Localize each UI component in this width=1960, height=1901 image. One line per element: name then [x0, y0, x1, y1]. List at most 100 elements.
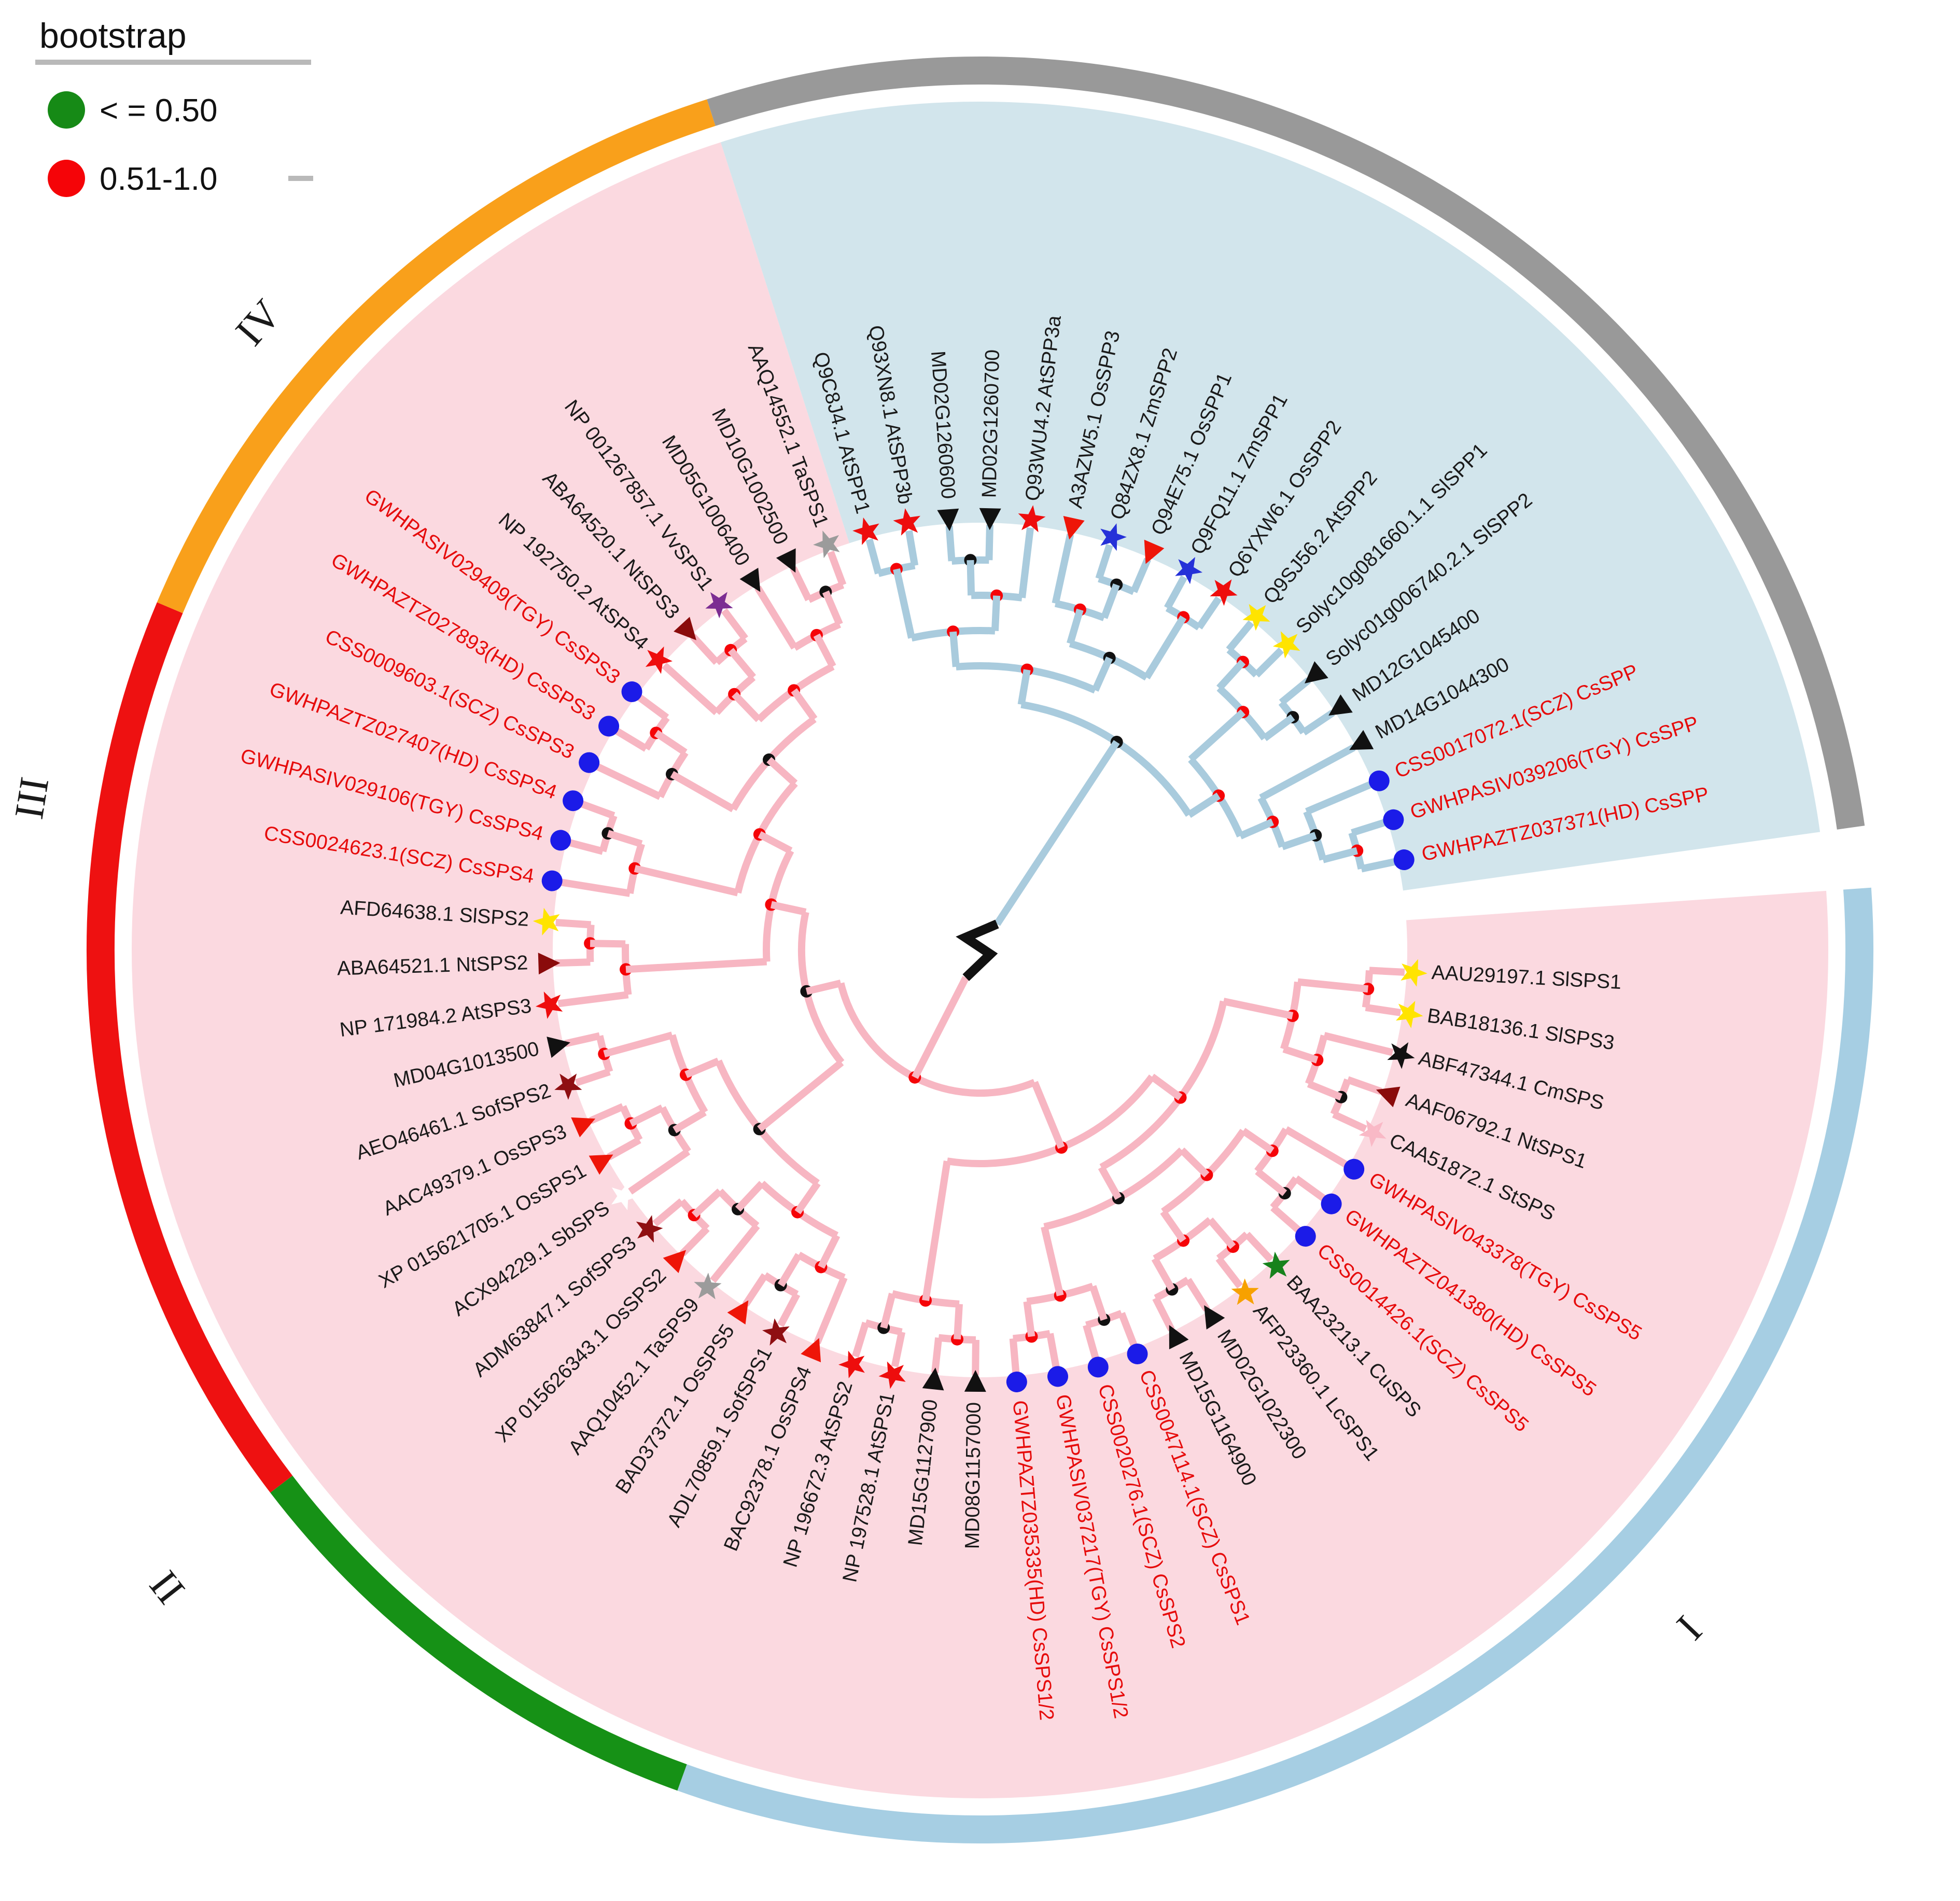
purple-star-icon	[705, 592, 733, 619]
branch	[1365, 1003, 1402, 1016]
branch	[670, 771, 735, 813]
legend-item-low: < = 0.50	[100, 93, 218, 129]
blue-circle-icon	[550, 830, 571, 851]
darkred-triangle-icon	[538, 953, 561, 975]
branch	[607, 1137, 641, 1161]
black-triangle-icon	[547, 1037, 570, 1058]
branch	[1369, 967, 1405, 976]
yellow-star-icon	[1242, 604, 1270, 631]
red-star-icon	[852, 517, 879, 546]
branch	[893, 568, 915, 639]
branch	[628, 1148, 691, 1195]
branch	[1052, 534, 1074, 605]
branch	[1009, 1338, 1020, 1374]
branch	[555, 958, 591, 967]
branch	[931, 1337, 943, 1374]
branch	[865, 538, 882, 575]
branch	[1270, 1205, 1302, 1234]
branch	[1185, 1278, 1210, 1312]
red-triangle-icon	[727, 1300, 749, 1325]
black-triangle-icon	[1304, 661, 1328, 683]
yellow-star-icon	[533, 907, 560, 935]
branch	[735, 1181, 765, 1212]
branch	[758, 831, 793, 854]
branch	[1188, 709, 1245, 762]
blue-circle-icon	[563, 790, 584, 812]
branch	[1223, 998, 1294, 1019]
black-triangle-icon	[776, 548, 796, 573]
white-star-icon	[611, 1182, 638, 1210]
branch	[1305, 780, 1373, 815]
black-triangle-icon	[1204, 1305, 1225, 1330]
branch	[589, 1103, 625, 1124]
branch	[1196, 596, 1222, 630]
blue-circle-icon	[621, 681, 642, 702]
red-triangle-icon	[663, 1250, 687, 1274]
blue-circle-icon	[1047, 1366, 1068, 1387]
branch	[1322, 847, 1359, 863]
branch	[1164, 575, 1187, 610]
orange-star-icon	[1231, 1278, 1259, 1305]
branch	[794, 1181, 821, 1214]
yellow-star-icon	[1396, 1001, 1423, 1028]
branch	[922, 1161, 951, 1301]
black-triangle-icon	[979, 508, 1001, 530]
branch	[680, 1226, 710, 1256]
red-star-icon	[535, 991, 563, 1019]
branch	[791, 688, 818, 721]
pink-star-icon	[1359, 1120, 1387, 1147]
clade-sectors	[132, 101, 1829, 1798]
branch	[636, 693, 669, 721]
branch	[790, 566, 812, 602]
legend-item-high: 0.51-1.0	[100, 161, 218, 197]
branch	[827, 550, 847, 586]
branch	[1018, 527, 1034, 598]
black-star-icon	[1387, 1042, 1415, 1069]
blue-circle-icon	[579, 752, 600, 773]
branch	[1307, 1080, 1343, 1101]
branch	[710, 1223, 760, 1283]
branch	[1216, 659, 1246, 691]
red-star-icon	[838, 1350, 865, 1379]
red-triangle-icon	[801, 1338, 821, 1363]
red-triangle-icon	[1144, 539, 1165, 564]
branch	[1130, 557, 1151, 593]
branch	[579, 800, 615, 819]
bootstrap-legend: bootstrap < = 0.50 0.51-1.0	[35, 16, 313, 197]
branch	[575, 1068, 611, 1086]
legend-title: bootstrap	[39, 16, 187, 55]
darkred-star-icon	[636, 1215, 663, 1243]
branch	[567, 838, 604, 855]
tip-markers	[533, 505, 1427, 1392]
branch	[880, 1293, 896, 1329]
branch	[1361, 858, 1397, 873]
branch	[1095, 543, 1113, 580]
clade-sector-sps	[132, 142, 1829, 1798]
branch	[1281, 832, 1317, 850]
branch	[603, 1031, 674, 1058]
black-triangle-icon	[1169, 1325, 1189, 1350]
branch	[721, 608, 748, 641]
branch	[1118, 1312, 1138, 1348]
branch	[652, 1198, 684, 1227]
gray-star-icon	[813, 530, 840, 558]
branch	[1091, 656, 1113, 692]
legend-red-dot-icon	[48, 160, 85, 197]
branch	[564, 1032, 600, 1047]
darkred-star-icon	[762, 1318, 790, 1346]
group-arc-SPP	[707, 57, 1865, 830]
red-star-icon	[893, 508, 920, 536]
black-triangle-icon	[739, 567, 761, 592]
legend-green-dot-icon	[48, 91, 85, 129]
group-arcs	[87, 57, 1873, 1843]
branch	[1244, 1232, 1274, 1263]
branch	[1282, 1045, 1319, 1064]
branch	[590, 940, 626, 948]
clade-sector-spp	[720, 101, 1821, 891]
branch	[1239, 818, 1275, 840]
tip-label: MD02G1260700	[978, 350, 1004, 498]
branch	[805, 980, 842, 995]
branch	[1151, 1256, 1175, 1291]
